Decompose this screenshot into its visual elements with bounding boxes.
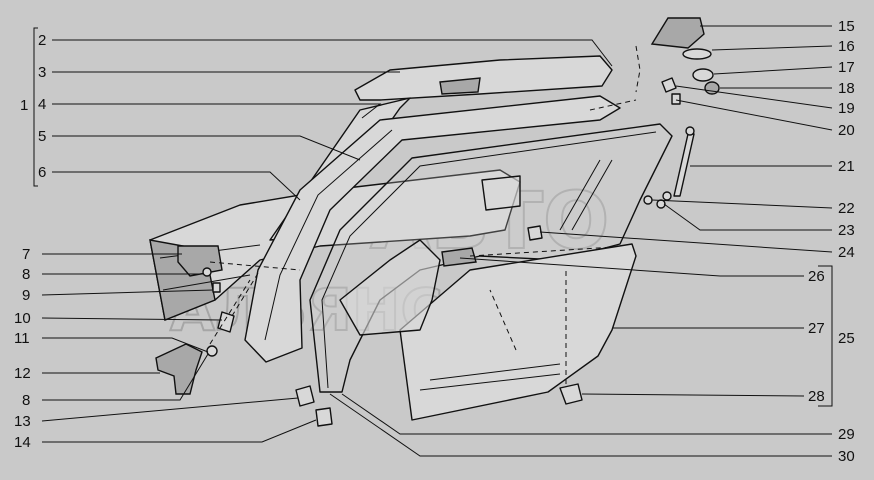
callout-7: 7 bbox=[22, 246, 30, 263]
gas-strut-part-21 bbox=[673, 133, 695, 197]
callout-29: 29 bbox=[838, 426, 855, 443]
leader-lines bbox=[33, 25, 833, 457]
ball-part-23 bbox=[656, 199, 666, 209]
seal-part-30 bbox=[309, 123, 673, 393]
bolt-part-20 bbox=[671, 93, 681, 105]
bolt-part-19 bbox=[661, 77, 677, 93]
callout-8-lower: 8 bbox=[22, 392, 30, 409]
callout-21: 21 bbox=[838, 158, 855, 175]
bracket-part-12 bbox=[155, 343, 203, 395]
callout-6: 6 bbox=[38, 164, 46, 181]
callout-28: 28 bbox=[808, 388, 825, 405]
bolt-part-10 bbox=[217, 311, 235, 333]
callout-13: 13 bbox=[14, 413, 31, 430]
callout-22: 22 bbox=[838, 200, 855, 217]
nut-part-8 bbox=[202, 267, 212, 277]
callout-14: 14 bbox=[14, 434, 31, 451]
washer-part-11 bbox=[206, 345, 218, 357]
callout-24: 24 bbox=[838, 244, 855, 261]
callout-12: 12 bbox=[14, 365, 31, 382]
callout-9: 9 bbox=[22, 287, 30, 304]
callout-4: 4 bbox=[38, 96, 46, 113]
callout-27: 27 bbox=[808, 320, 825, 337]
callout-1: 1 bbox=[20, 97, 28, 114]
callout-15: 15 bbox=[838, 18, 855, 35]
spoiler-part-3 bbox=[354, 55, 613, 101]
washer-part-16 bbox=[682, 48, 712, 60]
ball-part-22 bbox=[643, 195, 653, 205]
callout-30: 30 bbox=[838, 448, 855, 465]
buffer-part-14 bbox=[315, 407, 333, 427]
hinge-part-15 bbox=[650, 17, 705, 49]
callout-16: 16 bbox=[838, 38, 855, 55]
callout-3: 3 bbox=[38, 64, 46, 81]
callout-18: 18 bbox=[838, 80, 855, 97]
nut-cap-part-17 bbox=[692, 68, 714, 82]
callout-20: 20 bbox=[838, 122, 855, 139]
tailgate-frame-part-5 bbox=[244, 95, 621, 363]
plug-part-28 bbox=[559, 383, 583, 405]
buffer-part-13 bbox=[295, 385, 315, 407]
callout-11: 11 bbox=[14, 330, 30, 347]
callout-26: 26 bbox=[808, 268, 825, 285]
callout-17: 17 bbox=[838, 59, 855, 76]
clip-part-26 bbox=[441, 247, 477, 267]
callout-19: 19 bbox=[838, 100, 855, 117]
bolt-part-9 bbox=[212, 282, 221, 293]
callout-5: 5 bbox=[38, 128, 46, 145]
clip-part-24 bbox=[527, 225, 543, 241]
callout-10: 10 bbox=[14, 310, 31, 327]
callout-23: 23 bbox=[838, 222, 855, 239]
callout-8-upper: 8 bbox=[22, 266, 30, 283]
callout-labels: 1 2 3 4 5 6 7 8 9 10 11 12 8 13 14 15 16… bbox=[14, 18, 855, 465]
lock-area bbox=[339, 239, 441, 336]
callout-2: 2 bbox=[38, 32, 46, 49]
wiper-mount bbox=[481, 175, 521, 211]
callout-25: 25 bbox=[838, 330, 855, 347]
spoiler-cap bbox=[439, 77, 481, 95]
